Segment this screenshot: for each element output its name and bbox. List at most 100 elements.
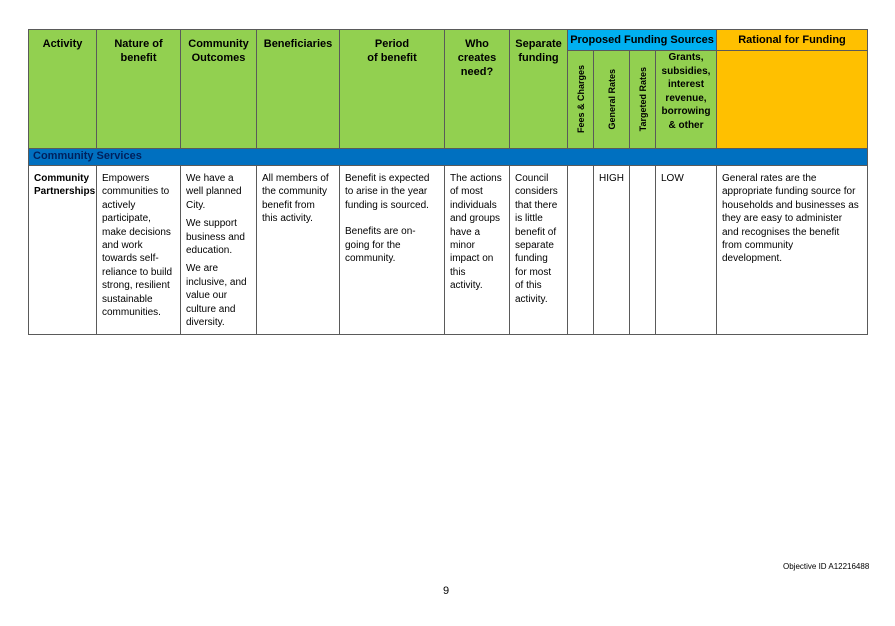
text-line: considers bbox=[515, 186, 558, 198]
header-targeted-rates-label: Targeted Rates bbox=[637, 67, 648, 132]
text-line: All members of bbox=[262, 173, 329, 184]
text-line: activity. bbox=[515, 293, 548, 305]
text-line: sustainable bbox=[102, 293, 153, 305]
header-line: Grants, bbox=[668, 52, 704, 63]
text-line: activity. bbox=[450, 280, 483, 292]
cell-community-outcomes: We have a well planned City. We support … bbox=[180, 164, 257, 336]
text-line: make decisions bbox=[102, 226, 171, 238]
text-line: to arise in the year bbox=[345, 186, 428, 198]
cell-general-rates: HIGH bbox=[593, 164, 630, 336]
text-line: and recognises the benefit bbox=[722, 226, 840, 238]
text-line: We have a bbox=[186, 173, 234, 184]
cell-nature-of-benefit: Empowers communities to actively partici… bbox=[96, 164, 181, 336]
text-line: The actions bbox=[450, 173, 502, 184]
header-activity-label: Activity bbox=[42, 38, 83, 50]
text-line: diversity. bbox=[186, 317, 225, 329]
header-line: & other bbox=[668, 119, 704, 131]
period-paragraph: Benefit is expected to arise in the year… bbox=[345, 172, 439, 212]
text-line: General rates are the bbox=[722, 173, 817, 184]
header-line: creates bbox=[457, 52, 497, 64]
section-row: Community Services bbox=[28, 148, 868, 166]
text-line: funding bbox=[515, 253, 548, 265]
text-line: for most bbox=[515, 266, 552, 278]
header-beneficiaries-label: Beneficiaries bbox=[263, 38, 333, 50]
cell-rational-for-funding: General rates are the appropriate fundin… bbox=[716, 164, 868, 336]
header-grants-other: Grants, subsidies, interest revenue, bor… bbox=[655, 50, 717, 149]
text-line: strong, resilient bbox=[102, 280, 170, 292]
header-line: Separate bbox=[515, 38, 562, 50]
text-line: City. bbox=[186, 199, 206, 211]
header-line: Nature of bbox=[114, 38, 163, 50]
header-proposed-funding-sources: Proposed Funding Sources bbox=[567, 29, 717, 51]
text-line: this bbox=[450, 266, 466, 278]
table-row: Community Partnerships Empowers communit… bbox=[28, 164, 868, 336]
cell-targeted-rates bbox=[629, 164, 656, 336]
text-line: participate, bbox=[102, 213, 151, 225]
cell-fees-charges bbox=[567, 164, 594, 336]
text-line: is little bbox=[515, 213, 543, 225]
cell-beneficiaries: All members of the community benefit fro… bbox=[256, 164, 340, 336]
text-line: Community bbox=[34, 173, 89, 184]
text-line: impact on bbox=[450, 253, 494, 265]
text-line: reliance to build bbox=[102, 266, 173, 278]
header-line: benefit bbox=[120, 52, 157, 64]
text-line: We support bbox=[186, 218, 237, 230]
header-targeted-rates: Targeted Rates bbox=[629, 50, 656, 149]
cell-activity: Community Partnerships bbox=[28, 164, 97, 336]
text-line: Council bbox=[515, 173, 549, 184]
text-line: communities. bbox=[102, 307, 161, 319]
text-line: education. bbox=[186, 245, 233, 257]
header-line: subsidies, bbox=[661, 65, 711, 77]
header-line: need? bbox=[460, 66, 494, 78]
header-line: borrowing bbox=[661, 106, 711, 117]
text-line: minor bbox=[450, 240, 476, 252]
header-line: Community bbox=[188, 38, 249, 50]
header-rational-for-funding: Rational for Funding bbox=[716, 29, 868, 51]
objective-id: Objective ID A12216488 bbox=[783, 562, 870, 571]
period-paragraph: Benefits are on- going for the community… bbox=[345, 225, 439, 265]
header-line: funding bbox=[518, 52, 559, 64]
section-label: Community Services bbox=[33, 150, 142, 162]
text-line: well planned bbox=[186, 186, 242, 198]
text-line: from community bbox=[722, 240, 794, 252]
text-line: communities to bbox=[102, 186, 170, 198]
text-line: benefit of bbox=[515, 226, 557, 238]
header-beneficiaries: Beneficiaries bbox=[256, 29, 340, 149]
cell-period-of-benefit: Benefit is expected to arise in the year… bbox=[339, 164, 445, 336]
cell-separate-funding: Council considers that there is little b… bbox=[509, 164, 568, 336]
text-line: separate bbox=[515, 240, 554, 252]
outcome-paragraph: We are inclusive, and value our culture … bbox=[186, 262, 251, 329]
text-line: that there bbox=[515, 199, 558, 211]
text-line: this activity. bbox=[262, 213, 313, 225]
text-line: Benefits are on- bbox=[345, 226, 416, 238]
header-line: of benefit bbox=[367, 52, 417, 64]
header-who-creates-need: Who creates need? bbox=[444, 29, 510, 149]
header-nature-of-benefit: Nature of benefit bbox=[96, 29, 181, 149]
header-rational-blank bbox=[716, 50, 868, 149]
text-line: Benefit is expected bbox=[345, 173, 430, 184]
text-line: have a bbox=[450, 226, 481, 238]
text-line: Empowers bbox=[102, 173, 150, 184]
header-fees-charges: Fees & Charges bbox=[567, 50, 594, 149]
text-line: towards self- bbox=[102, 253, 159, 265]
page-number: 9 bbox=[443, 585, 450, 597]
header-community-outcomes: Community Outcomes bbox=[180, 29, 257, 149]
header-rational-for-funding-label: Rational for Funding bbox=[738, 34, 846, 46]
header-line: interest bbox=[667, 79, 705, 90]
cell-grants-other: LOW bbox=[655, 164, 717, 336]
header-separate-funding: Separate funding bbox=[509, 29, 568, 149]
outcome-paragraph: We have a well planned City. bbox=[186, 172, 251, 212]
header-activity: Activity bbox=[28, 29, 97, 149]
text-line: households and businesses as bbox=[722, 199, 859, 211]
text-line: going for the bbox=[345, 239, 401, 251]
cell-who-creates-need: The actions of most individuals and grou… bbox=[444, 164, 510, 336]
text-line: We are bbox=[186, 263, 219, 275]
text-line: individuals bbox=[450, 199, 497, 211]
text-line: benefit from bbox=[262, 199, 315, 211]
grants-value: LOW bbox=[661, 173, 684, 184]
text-line: and groups bbox=[450, 213, 501, 225]
text-line: culture and bbox=[186, 303, 236, 315]
text-line: Partnerships bbox=[34, 186, 96, 198]
text-line: of this bbox=[515, 280, 542, 292]
section-community-services: Community Services bbox=[28, 148, 868, 166]
